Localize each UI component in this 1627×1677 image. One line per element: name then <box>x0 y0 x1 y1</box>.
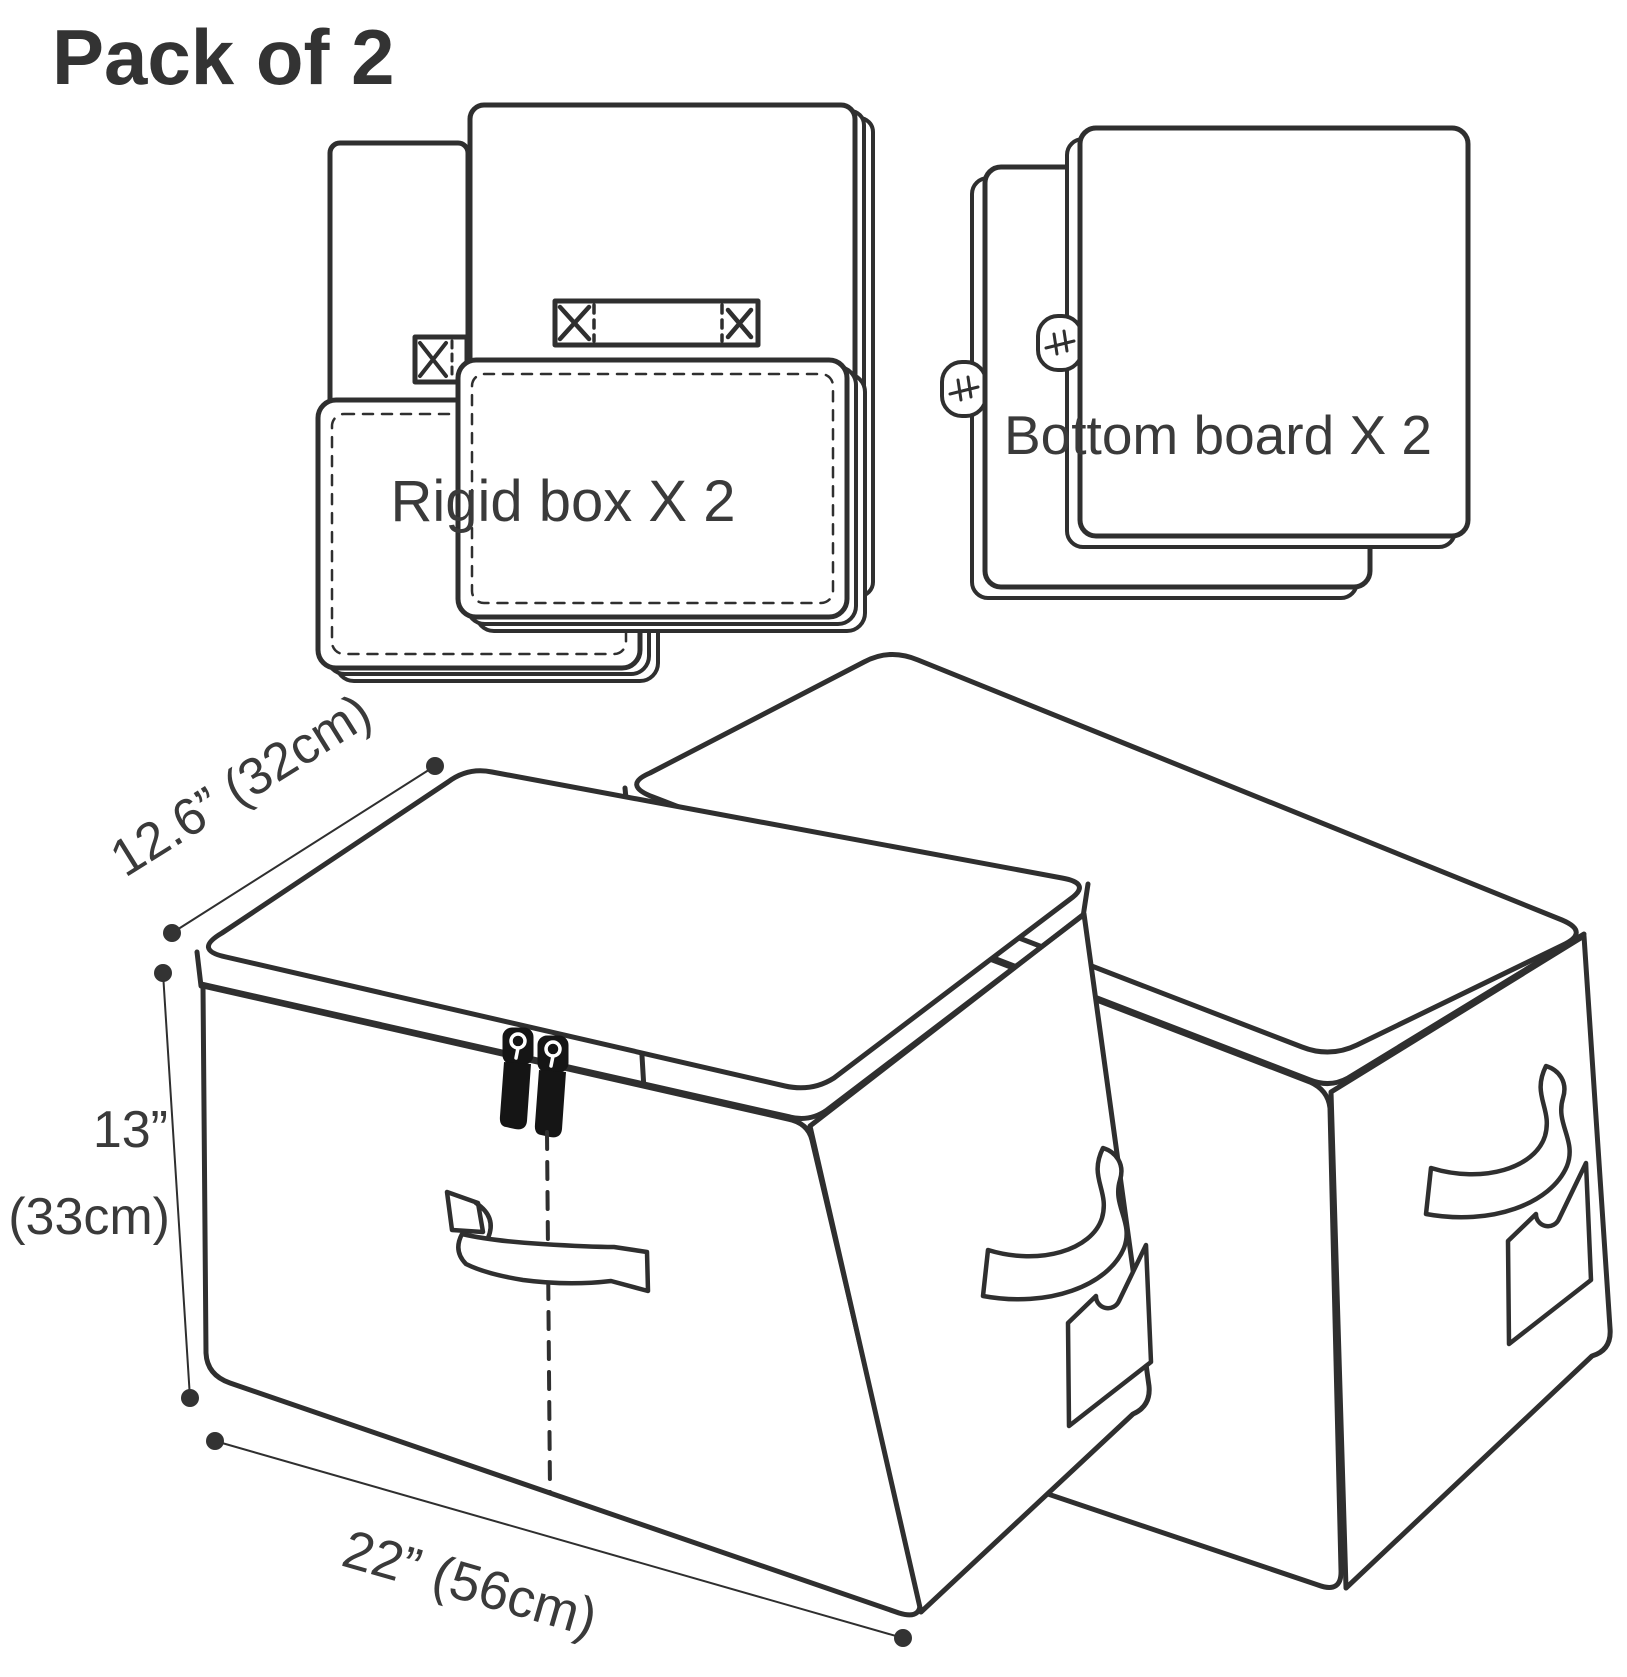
dimension-dot <box>154 964 172 982</box>
box-lid-rim <box>194 881 1091 1121</box>
stitch-cross-right-icon <box>725 307 754 340</box>
folded-panel-right-stitching <box>470 372 835 605</box>
front-handle-strap <box>444 1189 651 1294</box>
dimension-dot <box>181 1389 199 1407</box>
dimension-dot <box>206 1432 224 1450</box>
dimension-dot <box>426 757 444 775</box>
rigid-box-callout: Rigid box X 2 <box>391 469 736 534</box>
zipper-pull-strap-right <box>534 1070 566 1138</box>
bottom-board-illustration: Bottom board X 2 <box>940 125 1471 600</box>
bottom-board-front <box>1077 125 1471 539</box>
stitch-patch-cross <box>418 341 448 378</box>
page-title: Pack of 2 <box>52 13 395 101</box>
pull-tab-glyph <box>948 375 980 402</box>
storage-box-front <box>194 768 1152 1618</box>
bottom-board-callout: Bottom board X 2 <box>1004 404 1432 466</box>
zipper-slider-slit <box>514 1046 520 1060</box>
box-side-face <box>807 911 1152 1615</box>
pull-tab-glyph <box>1044 329 1076 356</box>
zipper-slider-slit <box>549 1054 555 1068</box>
dimension-dot <box>894 1629 912 1647</box>
back-board-pull-tab-icon <box>940 360 988 418</box>
dimension-line-height <box>162 972 191 1399</box>
dimension-line-depth <box>171 765 436 934</box>
box-front-face <box>200 983 923 1618</box>
dimension-dot <box>163 924 181 942</box>
front-board-pull-tab-icon <box>1036 314 1084 372</box>
zipper-pull-strap-left <box>499 1062 531 1130</box>
zipper-center-dashed-line <box>545 1130 552 1494</box>
front-handle-band <box>456 1231 651 1294</box>
stitch-cross-left-icon <box>557 304 592 342</box>
box-top-face <box>206 768 1082 1091</box>
dimension-line-width <box>214 1440 904 1639</box>
dimension-label-height-cm: (33cm) <box>8 1188 170 1246</box>
zipper-pulls-icon <box>499 1027 569 1138</box>
rigid-box-illustration: Rigid box X 2 <box>315 102 875 683</box>
dimension-label-height-in: 13” <box>93 1101 168 1159</box>
handle-slot <box>552 298 761 348</box>
folded-panel-right <box>455 357 850 620</box>
dimension-label-width: 22” (56cm) <box>336 1519 603 1649</box>
